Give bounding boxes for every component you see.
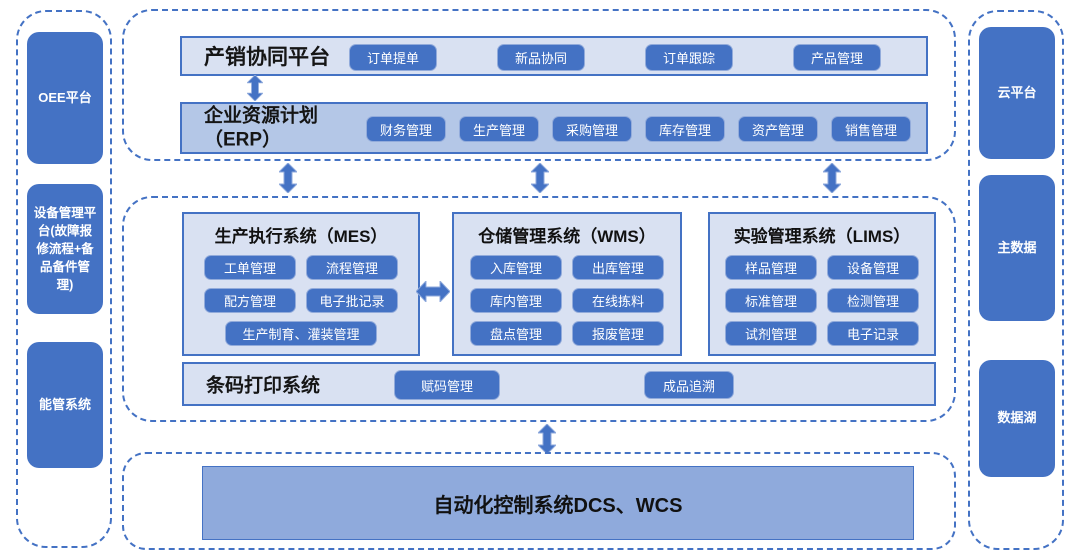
node-energy-system: 能管系统 — [27, 342, 103, 468]
up-down-arrow-icon — [247, 75, 263, 101]
enterprise-layer-group: 产销协同平台 订单提单 新品协同 订单跟踪 产品管理 企业资源计划 （ERP） … — [122, 9, 956, 161]
module-chip: 新品协同 — [497, 44, 585, 71]
module-chip: 生产制育、灌装管理 — [225, 321, 377, 346]
lims-panel: 实验管理系统（LIMS） 样品管理 设备管理 标准管理 检测管理 试剂管理 电子… — [708, 212, 936, 356]
module-chip: 报废管理 — [572, 321, 664, 346]
node-label: 数据湖 — [997, 410, 1037, 426]
module-chip: 样品管理 — [725, 255, 817, 280]
module-chip: 在线拣料 — [572, 288, 664, 313]
sales-module-row: 订单提单 新品协同 订单跟踪 产品管理 — [349, 44, 881, 71]
panel-title: 自动化控制系统DCS、WCS — [433, 494, 683, 517]
node-label: OEE平台 — [38, 89, 92, 105]
node-oee-platform: OEE平台 — [27, 32, 103, 164]
module-chip: 检测管理 — [827, 288, 919, 313]
module-chip: 销售管理 — [831, 116, 911, 142]
module-chip: 配方管理 — [204, 288, 296, 313]
mes-row: 配方管理 电子批记录 — [204, 288, 398, 313]
up-down-arrow-icon — [279, 163, 297, 193]
panel-title: 条码打印系统 — [206, 375, 321, 397]
mes-row: 生产制育、灌装管理 — [225, 321, 377, 346]
module-chip: 库存管理 — [645, 116, 725, 142]
panel-title: 生产执行系统（MES） — [214, 227, 388, 246]
wms-panel: 仓储管理系统（WMS） 入库管理 出库管理 库内管理 在线拣料 盘点管理 报废管… — [452, 212, 682, 356]
wms-row: 入库管理 出库管理 — [470, 255, 664, 280]
module-chip: 出库管理 — [572, 255, 664, 280]
lims-row: 试剂管理 电子记录 — [725, 321, 919, 346]
panel-title: 仓储管理系统（WMS） — [478, 227, 656, 246]
module-chip: 产品管理 — [793, 44, 881, 71]
sales-collaboration-panel: 产销协同平台 订单提单 新品协同 订单跟踪 产品管理 — [180, 36, 928, 76]
module-chip: 盘点管理 — [470, 321, 562, 346]
module-chip: 资产管理 — [738, 116, 818, 142]
module-chip: 订单跟踪 — [645, 44, 733, 71]
erp-panel: 企业资源计划 （ERP） 财务管理 生产管理 采购管理 库存管理 资产管理 销售… — [180, 102, 928, 154]
module-chip: 流程管理 — [306, 255, 398, 280]
lims-row: 样品管理 设备管理 — [725, 255, 919, 280]
execution-layer-group: 生产执行系统（MES） 工单管理 流程管理 配方管理 电子批记录 生产制育、灌装… — [122, 196, 956, 422]
node-label: 主数据 — [997, 239, 1037, 255]
module-chip: 入库管理 — [470, 255, 562, 280]
module-chip: 电子记录 — [827, 321, 919, 346]
dcs-wcs-block: 自动化控制系统DCS、WCS — [202, 466, 914, 540]
module-chip: 电子批记录 — [306, 288, 398, 313]
up-down-arrow-icon — [538, 424, 556, 454]
module-chip: 订单提单 — [349, 44, 437, 71]
wms-row: 盘点管理 报废管理 — [470, 321, 664, 346]
erp-module-row: 财务管理 生产管理 采购管理 库存管理 资产管理 销售管理 — [366, 116, 911, 142]
node-label: 能管系统 — [38, 396, 91, 412]
node-label: 云平台 — [997, 84, 1037, 100]
lims-row: 标准管理 检测管理 — [725, 288, 919, 313]
panel-title: 企业资源计划 （ERP） — [204, 104, 318, 152]
erp-title-line1: 企业资源计划 — [204, 105, 319, 127]
left-right-arrow-icon — [416, 281, 450, 302]
mes-row: 工单管理 流程管理 — [204, 255, 398, 280]
module-chip: 设备管理 — [827, 255, 919, 280]
module-chip: 试剂管理 — [725, 321, 817, 346]
node-equipment-platform: 设备管理平台(故障报修流程+备品备件管理) — [27, 184, 103, 314]
wms-row: 库内管理 在线拣料 — [470, 288, 664, 313]
barcode-print-panel: 条码打印系统 赋码管理 成品追溯 — [182, 362, 936, 406]
right-data-group: 云平台 主数据 数据湖 — [968, 10, 1064, 550]
module-chip: 库内管理 — [470, 288, 562, 313]
module-chip: 财务管理 — [366, 116, 446, 142]
module-chip: 标准管理 — [725, 288, 817, 313]
mes-panel: 生产执行系统（MES） 工单管理 流程管理 配方管理 电子批记录 生产制育、灌装… — [182, 212, 420, 356]
erp-title-line2: （ERP） — [204, 129, 282, 150]
up-down-arrow-icon — [531, 163, 549, 193]
module-chip: 工单管理 — [204, 255, 296, 280]
node-master-data: 主数据 — [979, 175, 1055, 321]
module-chip: 赋码管理 — [394, 370, 500, 400]
left-platform-group: OEE平台 设备管理平台(故障报修流程+备品备件管理) 能管系统 — [16, 10, 112, 548]
automation-layer-group: 自动化控制系统DCS、WCS — [122, 452, 956, 550]
panel-title: 实验管理系统（LIMS） — [733, 227, 911, 246]
module-chip: 生产管理 — [459, 116, 539, 142]
node-data-lake: 数据湖 — [979, 360, 1055, 477]
node-label: 设备管理平台(故障报修流程+备品备件管理) — [33, 205, 97, 293]
panel-title: 产销协同平台 — [204, 46, 330, 69]
up-down-arrow-icon — [823, 163, 841, 193]
module-chip: 成品追溯 — [644, 371, 734, 399]
node-cloud-platform: 云平台 — [979, 27, 1055, 159]
module-chip: 采购管理 — [552, 116, 632, 142]
